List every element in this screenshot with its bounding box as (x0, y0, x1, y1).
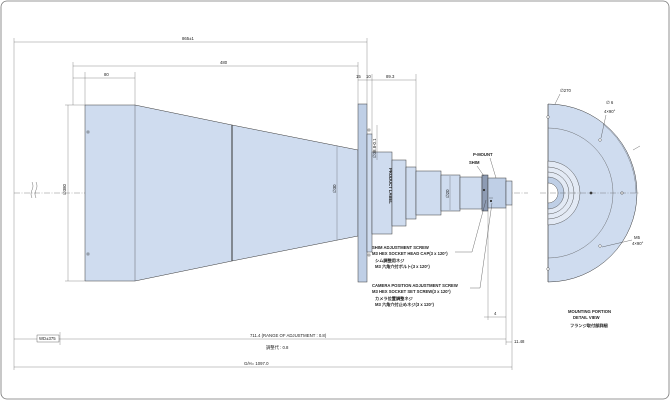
cam-screw-spec: M3 HEX SOCKET SET SCREW(3 x 120°) (372, 289, 451, 294)
dim-offset-11-48: 11.48 (514, 339, 525, 344)
detail-dia-label: ∅270 (560, 88, 572, 93)
hood-mark-top (86, 130, 90, 134)
rear-barrel-4 (415, 170, 442, 216)
flange-screw-bottom (367, 253, 371, 257)
flange-screw-top (367, 128, 371, 132)
detail-title-1: MOUNTING PORTION (568, 309, 611, 314)
detail-hole-1 (546, 115, 550, 119)
dim-adjust-range-jp: 調整代 : 0.8 (266, 344, 289, 351)
detail-title-jp: フランジ取付部詳細 (570, 322, 608, 329)
detail-hole-4 (598, 244, 602, 248)
mount-flange (357, 103, 368, 283)
dim-80: 80 (104, 72, 109, 77)
shim-screw-jp2: M3 六角穴付ボルト(3 x 120°) (375, 263, 430, 270)
dim-thread-wd: WD±375 (39, 336, 56, 341)
dim-overall-top: 865±1 (182, 36, 195, 41)
hood-mark-bottom (86, 252, 90, 256)
dim-shim-gap: 4 (494, 311, 497, 316)
adjust-screw-b (489, 199, 493, 203)
dim-mid-dia: ∅30 (332, 184, 337, 193)
dim-480: 480 (220, 60, 228, 65)
dim-10: 10 (366, 74, 371, 79)
rear-barrel-5 (440, 174, 461, 212)
detail-title-2: DETAIL VIEW (573, 315, 600, 320)
detail-m5-count: 4×90° (632, 241, 644, 246)
dim-15: 15 (356, 74, 361, 79)
thread-wd-box (36, 334, 60, 343)
detail-hole-label: ∅ 6 (606, 100, 614, 105)
dim-rear-dia: ∅20 (445, 189, 450, 198)
dim-total-length: G/H= 1097.0 (244, 361, 269, 366)
rear-barrel-6 (459, 176, 483, 210)
shim-ring (481, 174, 489, 212)
dim-89-3: 89.3 (386, 74, 395, 79)
cam-screw-title: CAMERA POSITION ADJUSTMENT SCREW (372, 283, 458, 288)
product-label: PRODUCT LABEL (388, 168, 393, 204)
dim-adjust-range: 711.4 (RANGE OF ADJUSTMENT : 0.8) (250, 333, 327, 338)
dim-front-dia: ∅380 (62, 183, 67, 195)
shim-screw-jp: シム調整用ネジ (375, 257, 405, 264)
lens-front-hood (84, 104, 233, 282)
p-mount-tip (505, 180, 513, 206)
adjust-screw-a (482, 188, 486, 192)
detail-view: ∅270 ∅ 6 4×90° M5 4×90° MOUNTING PORTION… (540, 88, 644, 329)
cam-screw-jp: カメラ位置調整ネジ (375, 295, 414, 302)
cam-screw-jp2: M3 六角穴付止めネジ(3 x 120°) (375, 301, 435, 308)
rear-barrel-3 (405, 166, 417, 220)
shim-screw-spec: M3 HEX SOCKET HEAD CAP(3 x 120°) (372, 251, 448, 256)
detail-hole-5 (546, 267, 550, 271)
detail-hole-count: 4×90° (604, 109, 616, 114)
detail-hole-2 (598, 138, 602, 142)
detail-m5-label: M5 (634, 235, 641, 240)
label-p-mount: P-MOUNT (473, 152, 493, 157)
p-mount-body (487, 177, 507, 209)
dim-flange-dia: ∅38.8-0.1 (372, 138, 377, 158)
label-shim: SHIM (469, 160, 480, 165)
break-symbol (30, 181, 34, 199)
rear-barrel-2 (391, 159, 407, 227)
shim-screw-title: SHIM ADJUSTMENT SCREW (372, 245, 429, 250)
